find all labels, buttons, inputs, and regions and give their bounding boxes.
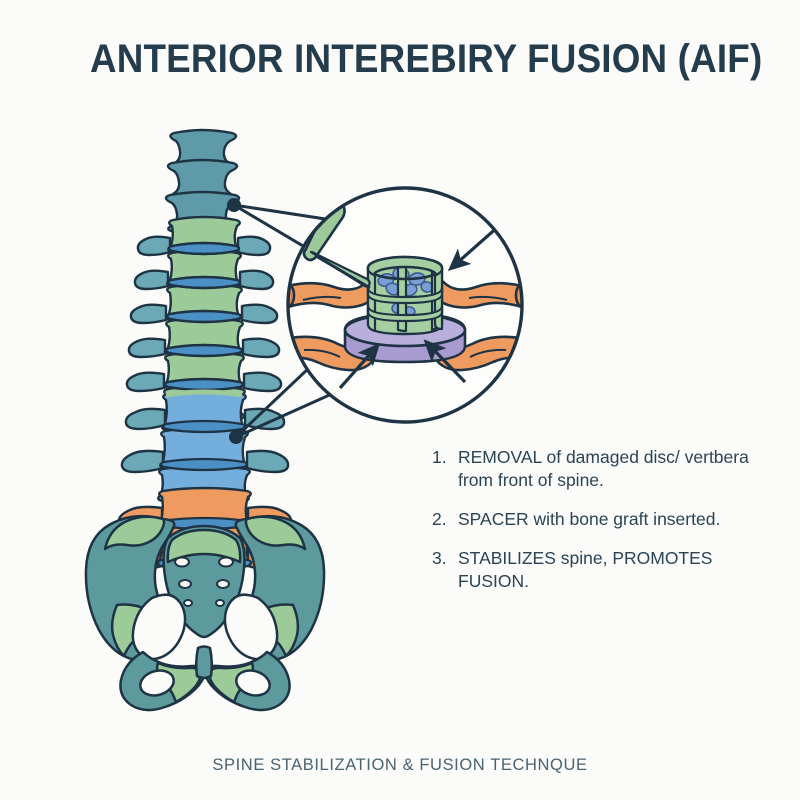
thoracic-region [125, 215, 283, 424]
spine-illustration [84, 128, 524, 712]
list-item: 1. REMOVAL of damaged disc/ vertbera fro… [432, 446, 752, 492]
step-number: 3. [432, 548, 447, 569]
page-title: ANTERIOR INTEREBIRY FUSION (AIF) [90, 37, 763, 81]
footer-caption: SPINE STABILIZATION & FUSION TECHNQUE [212, 756, 588, 774]
procedure-steps-list: 1. REMOVAL of damaged disc/ vertbera fro… [432, 446, 752, 609]
step-number: 1. [432, 447, 447, 467]
pelvis-illustration [84, 514, 326, 712]
step-number: 2. [432, 509, 447, 530]
step-text: SPACER with bone graft inserted. [458, 509, 721, 530]
lumbar-region [120, 389, 290, 506]
compression-arrows [338, 223, 502, 390]
step-text: REMOVAL of damaged disc/ vertbera from f… [458, 447, 749, 491]
list-item: 3. STABILIZES spine, PROMOTES FUSION. [432, 547, 752, 593]
list-item: 2. SPACER with bone graft inserted. [432, 508, 752, 531]
leader-anchor-dots [227, 198, 243, 444]
callout-magnifier [286, 186, 524, 424]
step-text: STABILIZES spine, PROMOTES FUSION. [458, 548, 713, 592]
